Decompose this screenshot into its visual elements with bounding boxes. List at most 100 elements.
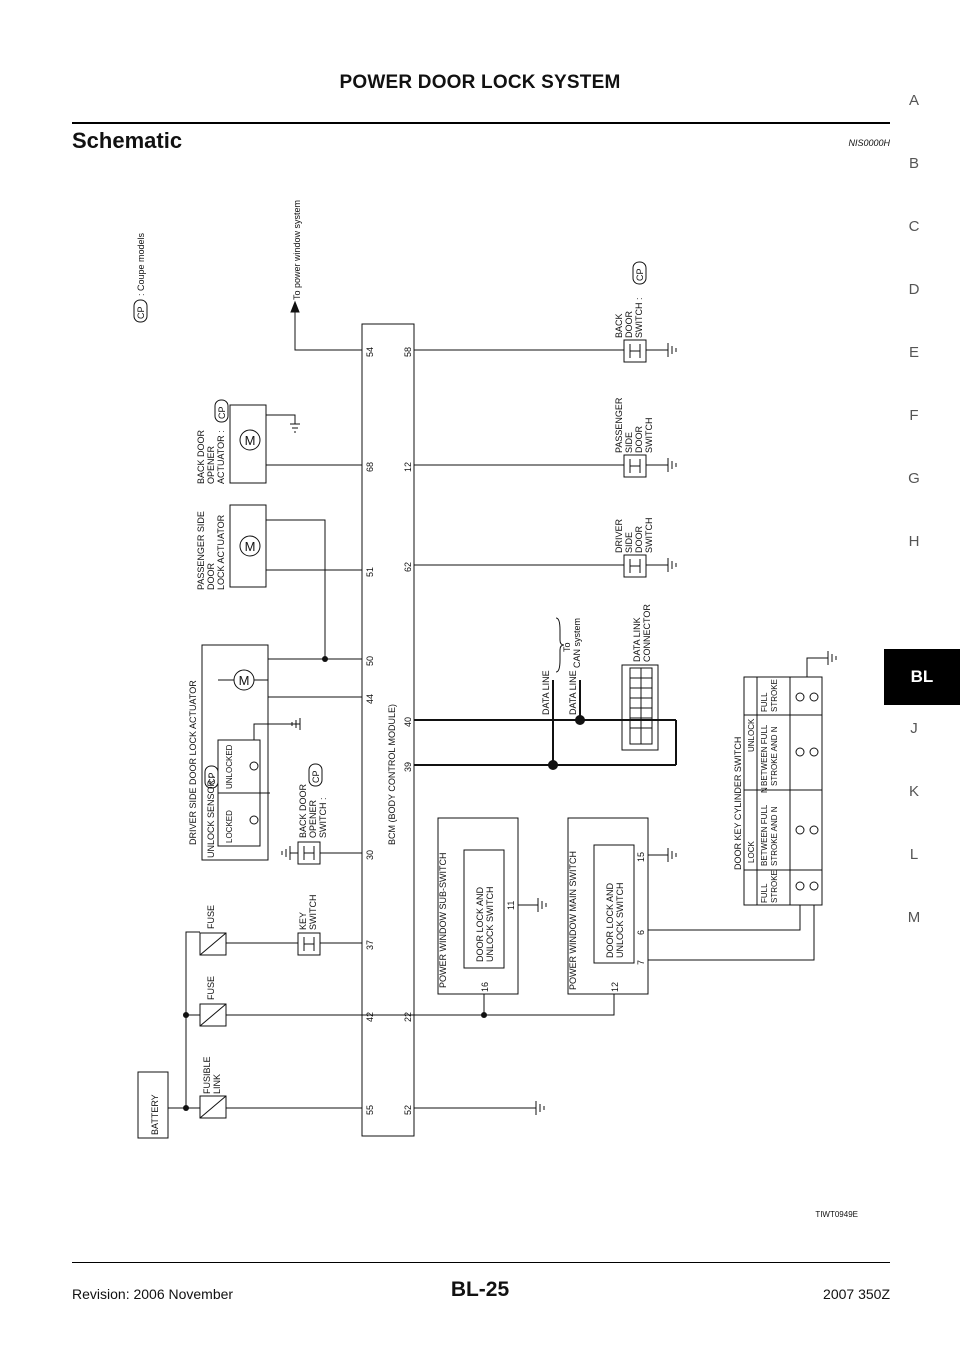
key-switch-label-1: KEY: [298, 912, 308, 930]
footer-rule: [72, 1262, 890, 1263]
passenger-door-switch-label-2: SIDE: [624, 432, 634, 453]
legend-badge: CP: [136, 306, 146, 319]
index-tab-g[interactable]: G: [908, 470, 920, 487]
driver-door-switch-label-3: DOOR: [634, 525, 644, 553]
section-index: A B C D E F G H BL J K L M: [884, 92, 960, 952]
passenger-door-switch-label-4: SWITCH: [644, 418, 654, 454]
dkc-unlock-full-2: STROKE: [770, 679, 779, 712]
wiring-svg: M M M CP : Coupe models To power window …: [133, 200, 837, 1139]
back-door-switch-cp: CP: [635, 268, 645, 281]
index-tab-h[interactable]: H: [908, 533, 920, 550]
figure-id: TIWT0949E: [815, 1210, 858, 1219]
back-door-switch-label-3: SWITCH :: [634, 298, 644, 339]
dkc-lock-full-2: STROKE: [770, 870, 779, 903]
back-door-actuator-cp: CP: [217, 406, 227, 419]
pw-main-pin-12: 12: [610, 982, 620, 992]
pw-sub-pin-16: 16: [480, 982, 490, 992]
passenger-actuator-motor: M: [245, 539, 256, 554]
footer-model: 2007 350Z: [823, 1286, 890, 1302]
driver-actuator-motor: M: [239, 673, 250, 688]
data-link-connector-label-2: CONNECTOR: [642, 604, 652, 662]
index-tab-k[interactable]: K: [908, 783, 919, 800]
dkc-lock-between-1: BETWEEN FULL: [760, 804, 769, 866]
back-door-switch-label-2: DOOR: [624, 310, 634, 338]
data-line-label-1: DATA LINE: [541, 670, 551, 715]
back-door-opener-switch-cp: CP: [311, 770, 321, 783]
unlock-sensor-label: UNLOCK SENSOR :: [206, 775, 216, 858]
pw-main-pin-7: 7: [636, 960, 646, 965]
section-title: Schematic: [72, 128, 183, 153]
footer-revision: Revision: 2006 November: [72, 1286, 234, 1302]
index-tab-b[interactable]: B: [908, 155, 919, 172]
bcm-pin-54: 54: [365, 347, 375, 357]
pw-main-door-lock-label-1: DOOR LOCK AND: [605, 882, 615, 958]
index-tab-j[interactable]: J: [910, 720, 918, 737]
index-tab-d[interactable]: D: [908, 281, 920, 298]
section-code: NIS0000H: [848, 138, 890, 148]
driver-door-switch-label-1: DRIVER: [614, 518, 624, 553]
page-title: POWER DOOR LOCK SYSTEM: [339, 72, 621, 93]
bcm-pin-39: 39: [403, 762, 413, 772]
pw-main-door-lock-label-2: UNLOCK SWITCH: [615, 882, 625, 958]
bcm-pin-55: 55: [365, 1105, 375, 1115]
to-can-label-2: CAN system: [572, 618, 582, 668]
bcm-pin-30: 30: [365, 850, 375, 860]
index-tab-bl-active[interactable]: BL: [884, 649, 960, 705]
header-rule: [72, 122, 890, 124]
bcm-pin-58: 58: [403, 347, 413, 357]
bcm-pin-37: 37: [365, 940, 375, 950]
to-power-window-label: To power window system: [292, 200, 302, 300]
bcm-pin-68: 68: [365, 462, 375, 472]
door-key-cylinder-label: DOOR KEY CYLINDER SWITCH: [733, 737, 743, 870]
unlock-sensor-cp: CP: [207, 772, 217, 785]
bcm-pin-44: 44: [365, 694, 375, 704]
pw-sub-door-lock-label-1: DOOR LOCK AND: [475, 886, 485, 962]
key-switch-label-2: SWITCH: [308, 895, 318, 931]
bcm-pin-51: 51: [365, 567, 375, 577]
battery-label: BATTERY: [150, 1094, 160, 1135]
bcm-box: [361, 323, 415, 1137]
index-tab-l[interactable]: L: [909, 846, 919, 863]
data-link-connector-label-1: DATA LINK: [632, 617, 642, 662]
pw-main-pin-15: 15: [636, 852, 646, 862]
bcm-pin-40: 40: [403, 717, 413, 727]
footer-page-number: BL-25: [450, 1278, 510, 1301]
passenger-actuator-label-3: LOCK ACTUATOR: [216, 514, 226, 590]
bcm-pin-52: 52: [403, 1105, 413, 1115]
fusible-link-label-1: FUSIBLE: [202, 1056, 212, 1094]
index-tab-a[interactable]: A: [908, 92, 919, 109]
back-door-actuator-label-3: ACTUATOR :: [216, 430, 226, 484]
back-door-opener-switch-label-1: BACK DOOR: [298, 783, 308, 838]
to-can-label-1: To: [562, 642, 572, 652]
back-door-actuator-label-2: OPENER: [206, 445, 216, 484]
dkc-unlock-full-1: FULL: [760, 692, 769, 712]
fuse-label-2: FUSE: [206, 905, 216, 929]
index-tab-e[interactable]: E: [908, 344, 919, 361]
pw-main-switch-label: POWER WINDOW MAIN SWITCH: [568, 851, 578, 990]
index-tab-m[interactable]: M: [907, 909, 921, 926]
bcm-label: BCM (BODY CONTROL MODULE): [387, 704, 397, 845]
bcm-pin-12: 12: [403, 462, 413, 472]
fuse-label-1: FUSE: [206, 976, 216, 1000]
passenger-door-switch-label-1: PASSENGER: [614, 397, 624, 453]
dkc-unlock-between-2: STROKE AND N: [770, 726, 779, 786]
dkc-lock-between-2: STROKE AND N: [770, 806, 779, 866]
bcm-pin-62: 62: [403, 562, 413, 572]
bcm-pin-42: 42: [365, 1012, 375, 1022]
index-tab-c[interactable]: C: [908, 218, 920, 235]
battery-box: [137, 1071, 169, 1139]
dkc-unlock-label: UNLOCK: [747, 718, 756, 752]
index-tab-f[interactable]: F: [909, 407, 919, 424]
bcm-pin-50: 50: [365, 656, 375, 666]
data-line-label-2: DATA LINE: [568, 670, 578, 715]
back-door-actuator-label-1: BACK DOOR: [196, 429, 206, 484]
fusible-link-label-2: LINK: [212, 1074, 222, 1094]
pw-sub-switch-label: POWER WINDOW SUB-SWITCH: [438, 853, 448, 989]
back-door-switch-label-1: BACK: [614, 313, 624, 338]
back-door-actuator-motor: M: [245, 433, 256, 448]
back-door-opener-switch-label-2: OPENER: [308, 799, 318, 838]
dkc-lock-label: LOCK: [747, 841, 756, 863]
driver-actuator-label: DRIVER SIDE DOOR LOCK ACTUATOR: [188, 680, 198, 845]
pw-sub-pin-11: 11: [506, 901, 516, 910]
locked-label: LOCKED: [225, 810, 234, 843]
